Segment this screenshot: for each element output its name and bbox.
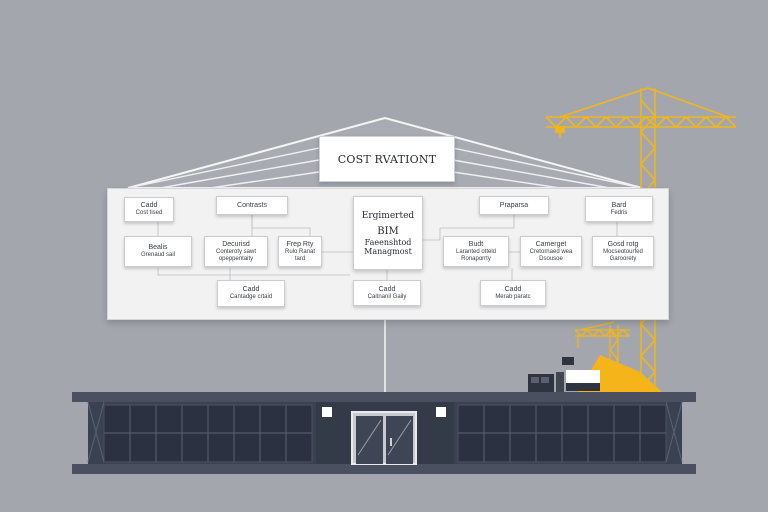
node-label: Cadd: [378, 285, 396, 293]
node-row2-5[interactable]: Camerget Cretornaed wea Dsousoe: [520, 236, 582, 267]
node-row2-4[interactable]: Budt Laranted otteld Ronaporrty: [443, 236, 509, 267]
node-sublabel: Cretornaed wea: [529, 248, 573, 255]
node-label: Gosd rotg: [607, 240, 639, 248]
node-row2-6[interactable]: Gosd rotg Mocseotourfed Garoorety: [592, 236, 654, 267]
node-sublabel: Grenaud sail: [140, 252, 176, 258]
node-sublabel: tard: [294, 255, 306, 262]
node-sublabel: Laranted otteld: [455, 248, 497, 255]
node-sublabel: Fedris: [610, 209, 628, 216]
center-node-bim[interactable]: Ergimerted BIM Faeenshtod Managmost: [353, 196, 423, 270]
door-icon: [351, 411, 417, 465]
center-node-line2: BIM: [377, 226, 399, 237]
node-top-left[interactable]: Cadd Cost tised: [124, 197, 174, 222]
diagram-title: COST RVATIONT: [319, 136, 455, 182]
node-bottom-1[interactable]: Cadd Cantadge crtaid: [217, 280, 285, 307]
node-bottom-3[interactable]: Cadd Merab paratc: [480, 280, 546, 306]
node-sublabel: opeppentaity: [218, 255, 254, 262]
node-label: Praparsa: [499, 201, 529, 209]
dump-truck-icon: [528, 355, 662, 392]
node-sublabel: Conteroty sawt: [215, 248, 257, 255]
node-proparsa[interactable]: Praparsa: [479, 196, 549, 215]
node-label: Bealis: [148, 244, 168, 251]
node-label: Cadd: [504, 285, 522, 293]
node-label: Decurisd: [222, 240, 250, 248]
node-row2-2[interactable]: Decurisd Conteroty sawt opeppentaity: [204, 236, 268, 267]
node-sublabel: Ronaporrty: [461, 255, 491, 262]
node-label: Bard: [611, 201, 627, 209]
node-label: Cadd: [140, 202, 158, 209]
center-node-line1: Ergimerted: [361, 211, 415, 221]
node-sublabel: Caitnanil Gaily: [367, 293, 407, 300]
node-row2-3[interactable]: Frep Rty Rulo Ranat tard: [278, 236, 322, 267]
node-label: Frep Rty: [286, 240, 314, 248]
node-label: Contrasts: [237, 201, 267, 209]
node-sublabel: Merab paratc: [495, 293, 531, 300]
node-label: Cadd: [242, 286, 260, 293]
node-row2-1[interactable]: Bealis Grenaud sail: [124, 236, 192, 267]
node-sublabel: Garoorety: [609, 255, 637, 262]
node-bottom-2[interactable]: Cadd Caitnanil Gaily: [353, 280, 421, 306]
node-sublabel: Rulo Ranat: [284, 248, 316, 255]
node-label: Camerget: [535, 240, 567, 248]
node-sublabel: Mocseotourfed: [603, 248, 643, 255]
node-sublabel: Cost tised: [135, 210, 163, 216]
crane-hook-block: [562, 357, 574, 365]
node-sublabel: Dsousoe: [539, 255, 563, 262]
node-label: Budt: [468, 240, 484, 248]
center-node-line4: Managmost: [364, 247, 412, 256]
node-sublabel: Cantadge crtaid: [229, 294, 273, 300]
node-top-right[interactable]: Bard Fedris: [585, 196, 653, 222]
center-node-line3: Faeenshtod: [364, 238, 412, 247]
node-contracts[interactable]: Contrasts: [216, 196, 288, 215]
